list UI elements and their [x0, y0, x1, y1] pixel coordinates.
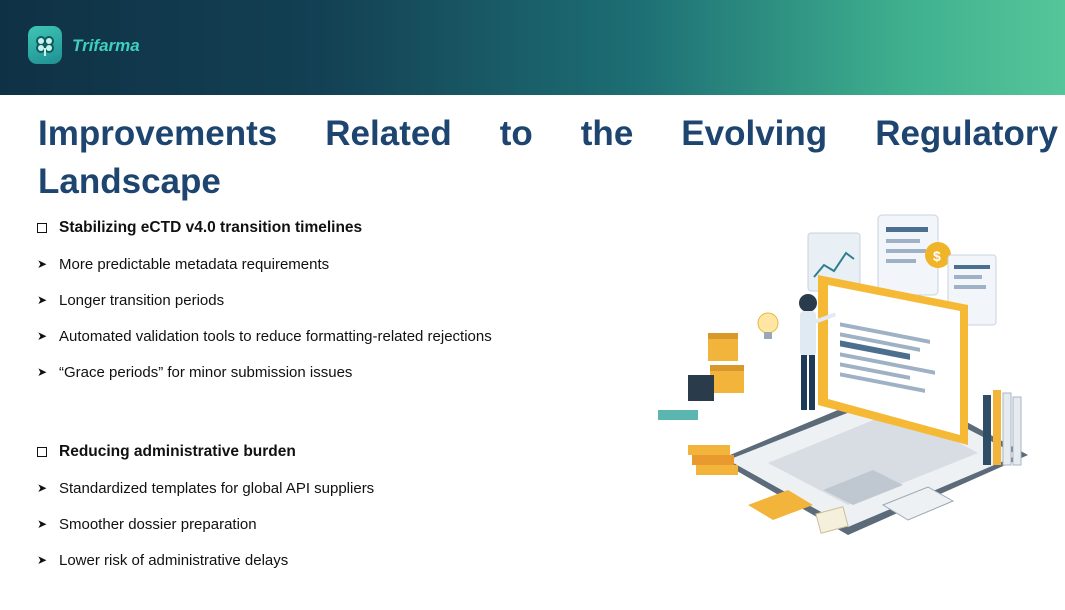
lightbulb-icon [757, 312, 779, 339]
svg-text:$: $ [933, 248, 941, 264]
list-item: ➤ More predictable metadata requirements [37, 246, 492, 282]
coin-icon: $ [925, 242, 951, 268]
list-item-text: Smoother dossier preparation [59, 515, 257, 533]
title-word: the [580, 114, 634, 153]
list-item: ➤ Automated validation tools to reduce f… [37, 318, 492, 354]
list-item: ➤ Lower risk of administrative delays [37, 542, 374, 578]
title-word: Regulatory [875, 114, 1058, 153]
arrow-bullet-icon: ➤ [37, 293, 48, 307]
section-stabilizing: Stabilizing eCTD v4.0 transition timelin… [37, 210, 492, 390]
arrow-bullet-icon: ➤ [37, 257, 48, 271]
list-item-text: Standardized templates for global API su… [59, 479, 375, 497]
title-word: Improvements [38, 114, 278, 153]
title-word: to [499, 114, 533, 153]
section-heading-text: Reducing administrative burden [59, 443, 296, 460]
section-heading: Stabilizing eCTD v4.0 transition timelin… [37, 210, 492, 246]
book-stack-icon [658, 410, 738, 475]
arrow-bullet-icon: ➤ [37, 329, 48, 343]
arrow-bullet-icon: ➤ [37, 365, 48, 379]
list-item: ➤ Standardized templates for global API … [37, 470, 374, 506]
arrow-bullet-icon: ➤ [37, 517, 48, 531]
checkbox-square-icon [37, 223, 59, 233]
arrow-bullet-icon: ➤ [37, 481, 48, 495]
list-item: ➤ Longer transition periods [37, 282, 492, 318]
folder-stack-icon [983, 390, 1022, 466]
clover-leaf-icon [28, 26, 62, 64]
list-item: ➤ Smoother dossier preparation [37, 506, 374, 542]
person-icon [799, 294, 837, 410]
section-heading-text: Stabilizing eCTD v4.0 transition timelin… [59, 219, 363, 236]
list-item-text: Automated validation tools to reduce for… [59, 327, 492, 345]
header-bar: Trifarma [0, 0, 1065, 95]
list-item: ➤ “Grace periods” for minor submission i… [37, 354, 492, 390]
section-administrative: Reducing administrative burden ➤ Standar… [37, 434, 374, 578]
notebook-icon [748, 486, 955, 534]
brand-name: Trifarma [72, 36, 140, 55]
list-item-text: More predictable metadata requirements [59, 255, 330, 273]
title-word: Evolving [681, 114, 828, 153]
laptop-documents-illustration: $ [648, 205, 1048, 550]
arrow-bullet-icon: ➤ [37, 553, 48, 567]
title-word: Related [325, 114, 452, 153]
list-item-text: Longer transition periods [59, 291, 225, 309]
floating-document-icon [877, 214, 939, 296]
list-item-text: Lower risk of administrative delays [59, 551, 289, 569]
section-heading: Reducing administrative burden [37, 434, 374, 470]
slide-title: Improvements Related to the Evolving Reg… [38, 110, 1058, 206]
list-item-text: “Grace periods” for minor submission iss… [59, 363, 353, 381]
checkbox-square-icon [37, 447, 59, 457]
box-stack-icon [688, 333, 744, 401]
title-line-2: Landscape [38, 162, 221, 201]
